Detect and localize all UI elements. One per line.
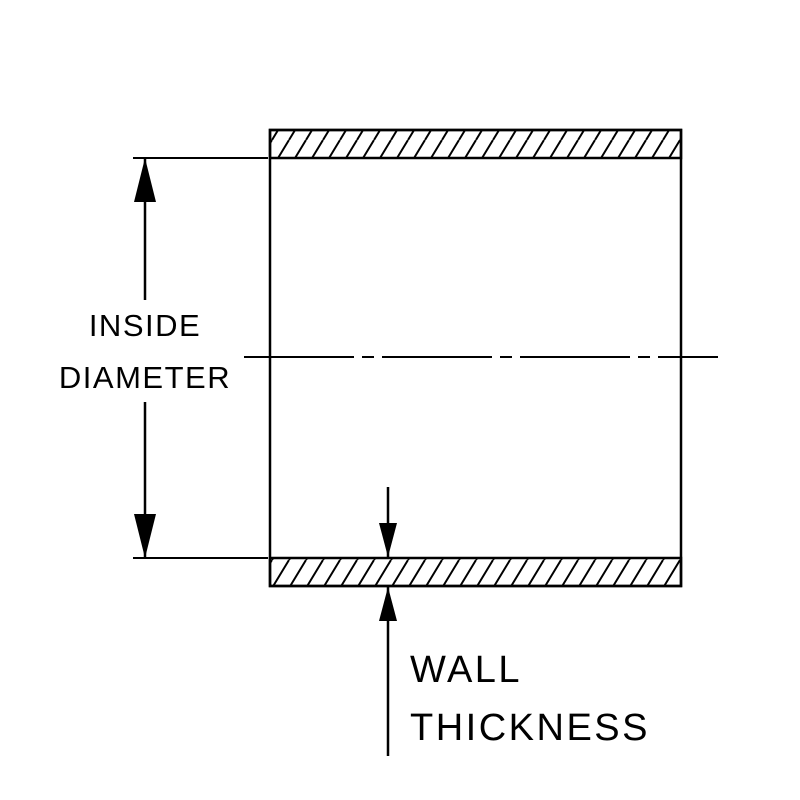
tube-top-wall-hatch [268, 128, 683, 160]
inside-diameter-arrow-up [134, 158, 156, 202]
wall-thickness-arrow-up [379, 587, 397, 621]
inside-diameter-label-line2: DIAMETER [59, 360, 231, 395]
inside-diameter-label-line1: INSIDE [89, 308, 201, 343]
inside-diameter-arrow-down [134, 514, 156, 558]
wall-thickness-arrow-down [379, 523, 397, 557]
wall-thickness-label-line1: WALL [410, 649, 522, 691]
tube-bottom-wall-hatch [268, 556, 683, 588]
wall-thickness-label-line2: THICKNESS [410, 707, 650, 749]
